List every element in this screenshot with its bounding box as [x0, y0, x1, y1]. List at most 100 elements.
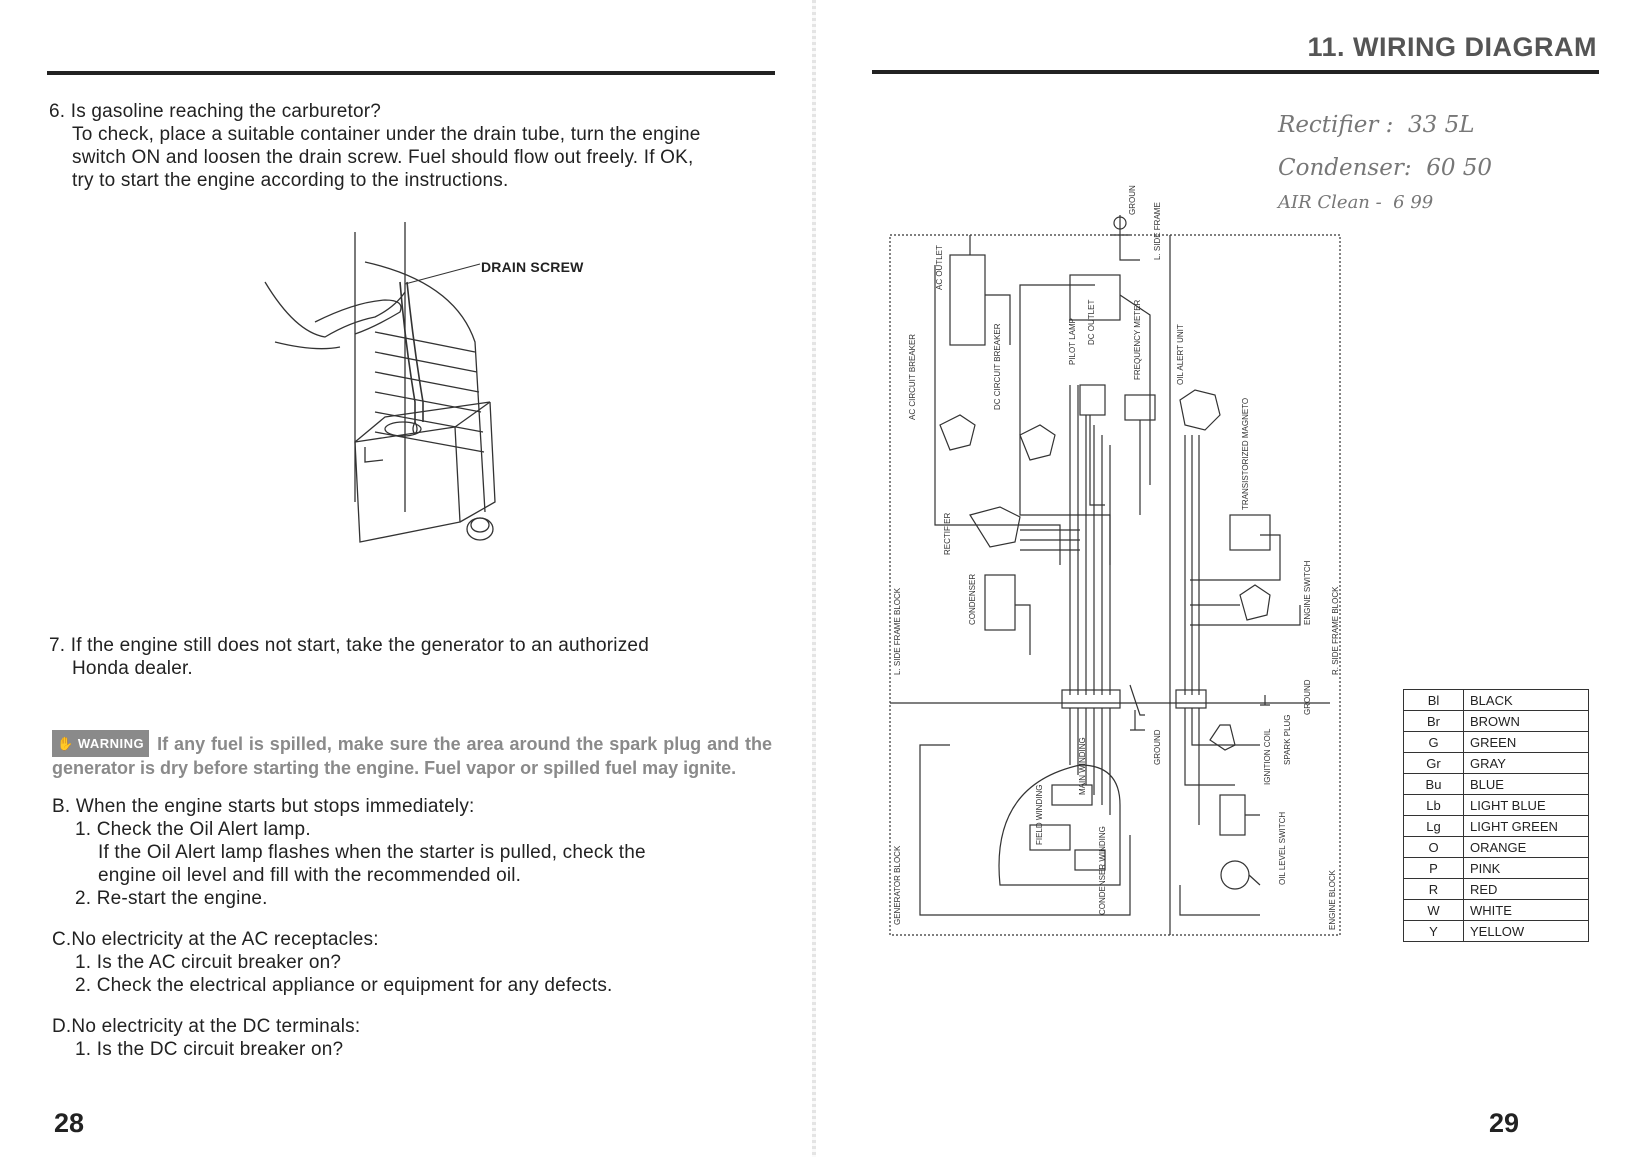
legend-name: GRAY	[1463, 752, 1589, 774]
label-field-winding: FIELD WINDING	[1035, 785, 1044, 845]
handwritten-note: Condenser: 60 50	[1278, 155, 1492, 181]
step6-line-3: try to start the engine according to the…	[72, 170, 509, 191]
step-text: If the engine still does not start, take…	[70, 635, 649, 656]
legend-code: Gr	[1403, 752, 1464, 774]
top-rule	[872, 70, 1599, 74]
section-d-heading: D.No electricity at the DC terminals:	[52, 1016, 361, 1037]
section-c-item: 1. Is the AC circuit breaker on?	[75, 952, 342, 973]
note-value: 6 99	[1393, 192, 1434, 213]
step6-question: 6. Is gasoline reaching the carburetor?	[49, 100, 381, 123]
page-gutter	[812, 0, 816, 1157]
legend-code: Bu	[1403, 773, 1464, 795]
legend-name: LIGHT GREEN	[1463, 815, 1589, 837]
label-ground-mid: GROUND	[1153, 729, 1162, 765]
note-value: 60 50	[1426, 155, 1493, 181]
legend-name: WHITE	[1463, 899, 1589, 921]
step6-line-2: switch ON and loosen the drain screw. Fu…	[72, 147, 694, 168]
legend-name: BLUE	[1463, 773, 1589, 795]
top-rule	[47, 71, 775, 75]
page-number-right: 29	[1488, 1108, 1519, 1138]
label-ignition-coil: IGNITION COIL	[1263, 728, 1272, 785]
label-spark-plug: SPARK PLUG	[1283, 714, 1292, 765]
handwritten-note: Rectifier : 33 5L	[1278, 112, 1475, 138]
label-r-side-frame-block: R. SIDE FRAME BLOCK	[1331, 586, 1340, 675]
label-ground-right: GROUND	[1303, 679, 1312, 715]
right-page: 11. WIRING DIAGRAM Rectifier : 33 5L Con…	[820, 0, 1637, 1157]
legend-name: BROWN	[1463, 710, 1589, 732]
legend-code: G	[1403, 731, 1464, 753]
section-c-heading: C.No electricity at the AC receptacles:	[52, 929, 379, 950]
legend-code: Y	[1403, 920, 1464, 942]
note-value: 33 5L	[1408, 112, 1475, 138]
step-number: 6.	[49, 101, 66, 122]
legend-code: Lb	[1403, 794, 1464, 816]
drain-screw-illustration	[264, 222, 496, 543]
legend-code: P	[1403, 857, 1464, 879]
label-l-side-frame: L. SIDE FRAME	[1153, 202, 1162, 260]
warning-badge-text: WARNING	[77, 736, 145, 751]
label-frequency-meter: FREQUENCY METER	[1133, 299, 1142, 380]
legend-code: Lg	[1403, 815, 1464, 837]
legend-name: ORANGE	[1463, 836, 1589, 858]
section-d-item: 1. Is the DC circuit breaker on?	[75, 1039, 344, 1060]
legend-code: O	[1403, 836, 1464, 858]
label-oil-alert-unit: OIL ALERT UNIT	[1176, 324, 1185, 385]
label-transistorized-magneto: TRANSISTORIZED MAGNETO	[1241, 398, 1250, 510]
warning-text: If any fuel is spilled, make sure the ar…	[52, 734, 772, 778]
section-b-item: If the Oil Alert lamp flashes when the s…	[98, 842, 646, 863]
label-dc-circuit-breaker: DC CIRCUIT BREAKER	[993, 323, 1002, 410]
legend-code: Bl	[1403, 689, 1464, 711]
label-condenser: CONDENSER	[968, 574, 977, 625]
note-label: AIR Clean -	[1278, 192, 1382, 213]
diagram-labels: GROUND L. SIDE FRAME AC OUTLET DC OUTLET…	[893, 185, 1340, 930]
label-main-winding: MAIN WINDING	[1078, 737, 1087, 795]
step6-line-1: To check, place a suitable container und…	[72, 124, 701, 145]
section-b-item: 2. Re-start the engine.	[75, 888, 268, 909]
note-label: Condenser:	[1278, 155, 1412, 181]
label-engine-switch: ENGINE SWITCH	[1303, 560, 1312, 625]
legend-name: YELLOW	[1463, 920, 1589, 942]
legend-code: R	[1403, 878, 1464, 900]
legend-code: W	[1403, 899, 1464, 921]
step7-line-1: 7. If the engine still does not start, t…	[49, 634, 649, 657]
label-condenser-winding: CONDENSER WINDING	[1098, 826, 1107, 915]
section-b-item: 1. Check the Oil Alert lamp.	[75, 819, 311, 840]
label-rectifier: RECTIFIER	[943, 513, 952, 555]
label-dc-outlet: DC OUTLET	[1087, 300, 1096, 345]
step7-line-2: Honda dealer.	[72, 658, 193, 679]
label-generator-block: GENERATOR BLOCK	[893, 845, 902, 925]
legend-name: LIGHT BLUE	[1463, 794, 1589, 816]
legend-code: Br	[1403, 710, 1464, 732]
label-ac-outlet: AC OUTLET	[935, 245, 944, 290]
note-label: Rectifier :	[1278, 112, 1394, 138]
section-c-item: 2. Check the electrical appliance or equ…	[75, 975, 613, 996]
step-text: Is gasoline reaching the carburetor?	[70, 101, 382, 122]
handwritten-note: AIR Clean - 6 99	[1278, 192, 1433, 213]
section-header: 11. WIRING DIAGRAM	[1307, 32, 1597, 62]
legend-name: RED	[1463, 878, 1589, 900]
label-ground-top: GROUND	[1128, 185, 1137, 215]
step-number: 7.	[49, 635, 66, 656]
section-b-heading: B. When the engine starts but stops imme…	[52, 796, 475, 817]
drain-screw-label: DRAIN SCREW	[481, 259, 584, 275]
legend-name: BLACK	[1463, 689, 1589, 711]
label-engine-block: ENGINE BLOCK	[1328, 869, 1337, 930]
label-pilot-lamp: PILOT LAMP	[1068, 318, 1077, 365]
legend-name: PINK	[1463, 857, 1589, 879]
legend-name: GREEN	[1463, 731, 1589, 753]
label-oil-level-switch: OIL LEVEL SWITCH	[1278, 812, 1287, 885]
wiring-diagram: GROUND L. SIDE FRAME AC OUTLET DC OUTLET…	[889, 185, 1341, 936]
